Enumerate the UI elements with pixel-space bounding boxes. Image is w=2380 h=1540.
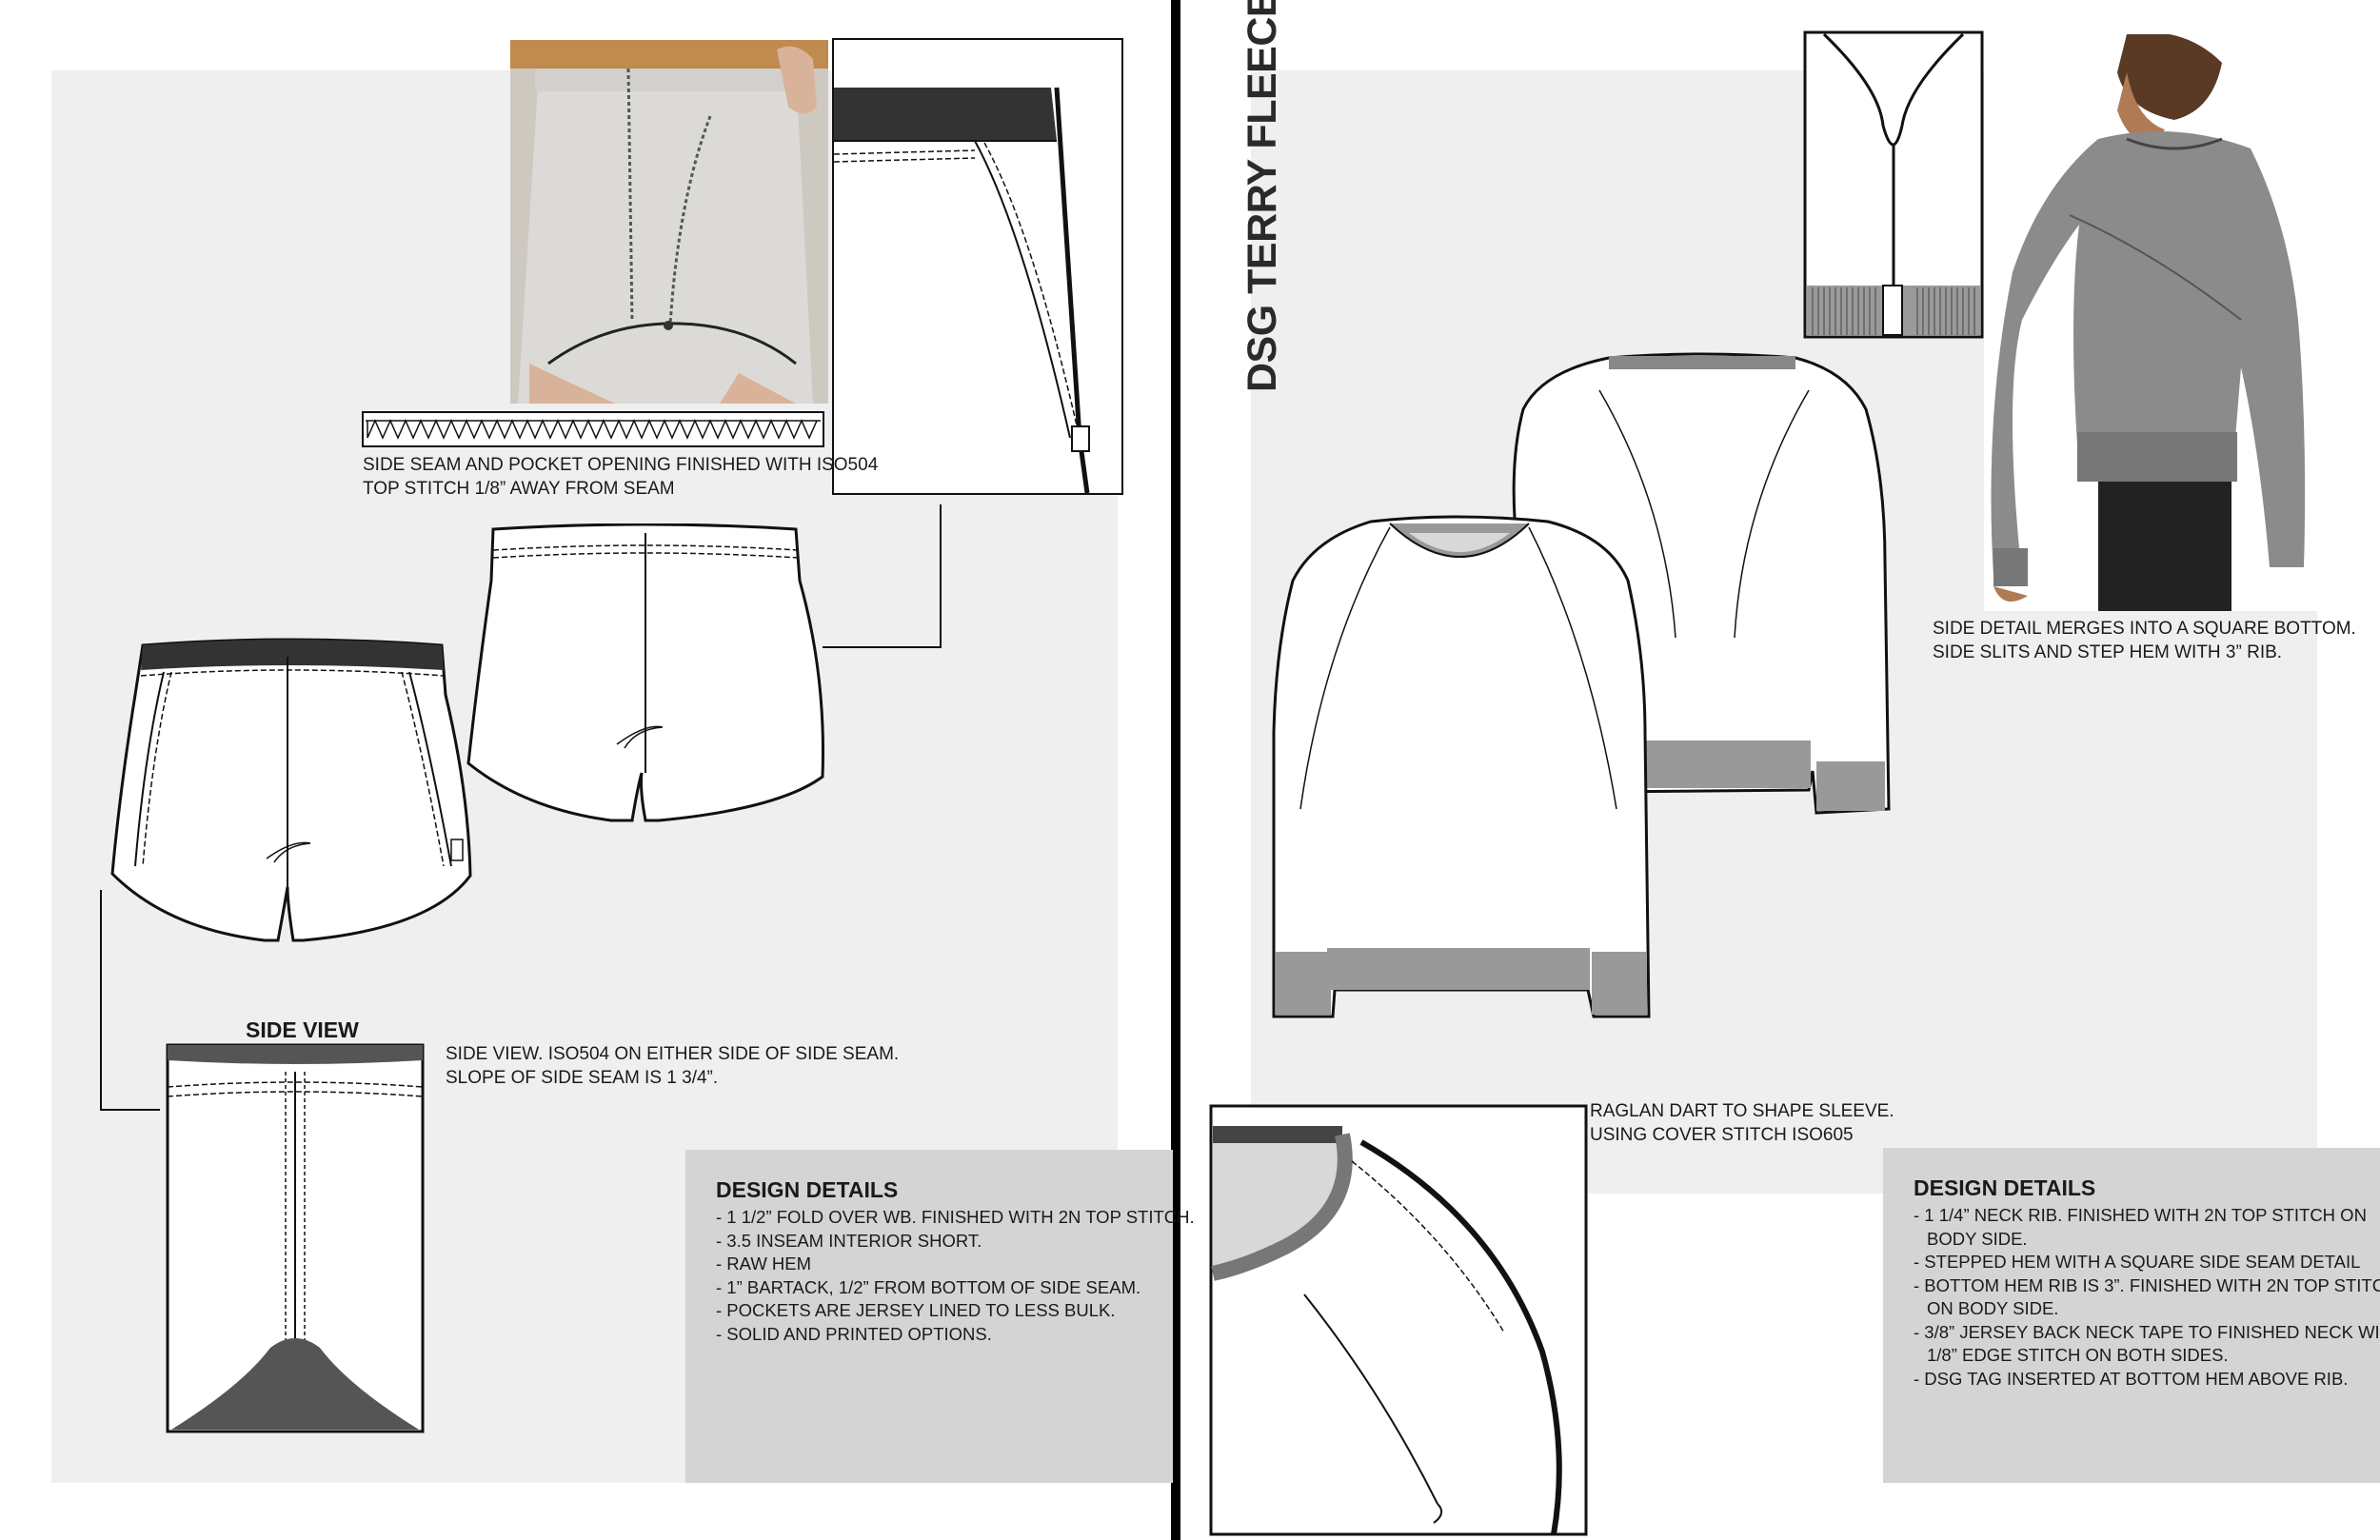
sweatshirt-design-details-title: DESIGN DETAILS: [1914, 1175, 2096, 1200]
side-detail-note-line1: SIDE DETAIL MERGES INTO A SQUARE BOTTOM.: [1933, 619, 2356, 639]
side-view-note: SIDE VIEW. ISO504 ON EITHER SIDE OF SIDE…: [446, 1042, 899, 1090]
sweatshirt-model-photo: [1984, 34, 2319, 611]
sweatshirt-detail-item: - BOTTOM HEM RIB IS 3”. FINISHED WITH 2N…: [1914, 1274, 2380, 1295]
sweatshirt-detail-item: BODY SIDE.: [1927, 1228, 2028, 1249]
sweatshirt-detail-item: ON BODY SIDE.: [1927, 1298, 2059, 1318]
shorts-detail-item: - SOLID AND PRINTED OPTIONS.: [716, 1323, 992, 1344]
pocket-stitch-note-line1: SIDE SEAM AND POCKET OPENING FINISHED WI…: [363, 455, 879, 475]
shorts-design-details-title: DESIGN DETAILS: [716, 1177, 899, 1202]
shorts-design-details-box: DESIGN DETAILS - 1 1/2” FOLD OVER WB. FI…: [685, 1150, 1195, 1483]
pocket-stitch-note: SIDE SEAM AND POCKET OPENING FINISHED WI…: [363, 453, 878, 501]
sweatshirt-detail-item: - 3/8” JERSEY BACK NECK TAPE TO FINISHED…: [1914, 1321, 2380, 1342]
shorts-side-view-sketch: [166, 1043, 425, 1433]
shorts-detail-item: - 1 1/2” FOLD OVER WB. FINISHED WITH 2N …: [716, 1207, 1195, 1227]
side-detail-note: SIDE DETAIL MERGES INTO A SQUARE BOTTOM.…: [1933, 617, 2356, 664]
shorts-model-photo: [510, 40, 828, 404]
shorts-front-flat-sketch: [110, 638, 472, 942]
page-divider: [1171, 0, 1180, 1540]
side-slit-detail-sketch: [1803, 30, 1984, 339]
side-view-note-line1: SIDE VIEW. ISO504 ON EITHER SIDE OF SIDE…: [446, 1044, 900, 1064]
shorts-detail-item: - RAW HEM: [716, 1254, 812, 1273]
sweatshirt-front-flat-sketch: [1272, 515, 1651, 1018]
shorts-back-flat-sketch: [466, 523, 824, 822]
raglan-note-line1: RAGLAN DART TO SHAPE SLEEVE.: [1590, 1101, 1894, 1121]
sweatshirt-design-details-box: DESIGN DETAILS - 1 1/4” NECK RIB. FINISH…: [1883, 1148, 2380, 1483]
collection-title: DSG TERRY FLEECE: [1240, 0, 1285, 392]
side-view-heading: SIDE VIEW: [246, 1017, 359, 1042]
iso504-stitch-swatch: [362, 411, 824, 447]
raglan-note-line2: USING COVER STITCH ISO605: [1590, 1125, 1854, 1145]
side-detail-note-line2: SIDE SLITS AND STEP HEM WITH 3” RIB.: [1933, 642, 2283, 662]
shorts-design-details-list: DESIGN DETAILS - 1 1/2” FOLD OVER WB. FI…: [716, 1176, 1195, 1346]
pocket-closeup-sketch: [832, 38, 1123, 495]
raglan-note: RAGLAN DART TO SHAPE SLEEVE. USING COVER…: [1590, 1099, 1894, 1147]
shorts-detail-item: - 3.5 INSEAM INTERIOR SHORT.: [716, 1230, 982, 1251]
side-view-note-line2: SLOPE OF SIDE SEAM IS 1 3/4”.: [446, 1068, 719, 1088]
shorts-detail-item: - 1” BARTACK, 1/2” FROM BOTTOM OF SIDE S…: [716, 1276, 1141, 1297]
raglan-neck-detail-sketch: [1209, 1104, 1588, 1536]
sweatshirt-detail-item: 1/8” EDGE STITCH ON BOTH SIDES.: [1927, 1345, 2229, 1365]
shorts-detail-item: - POCKETS ARE JERSEY LINED TO LESS BULK.: [716, 1300, 1116, 1320]
sweatshirt-detail-item: - 1 1/4” NECK RIB. FINISHED WITH 2N TOP …: [1914, 1205, 2367, 1225]
pocket-stitch-note-line2: TOP STITCH 1/8” AWAY FROM SEAM: [363, 479, 675, 499]
sweatshirt-detail-item: - STEPPED HEM WITH A SQUARE SIDE SEAM DE…: [1914, 1252, 2361, 1272]
sweatshirt-design-details-list: DESIGN DETAILS - 1 1/4” NECK RIB. FINISH…: [1914, 1175, 2380, 1391]
sweatshirt-detail-item: - DSG TAG INSERTED AT BOTTOM HEM ABOVE R…: [1914, 1368, 2349, 1389]
